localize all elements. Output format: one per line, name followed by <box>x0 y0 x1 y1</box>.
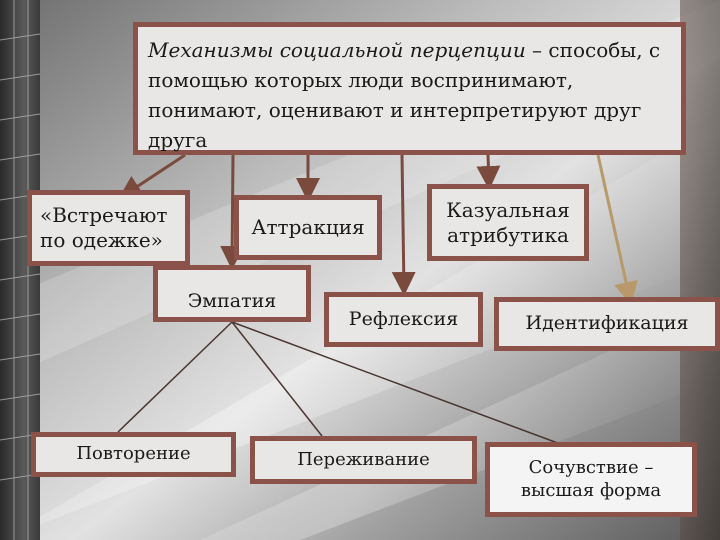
box-attraction: Аттракция <box>234 195 382 260</box>
line-empathy-repetition <box>117 321 233 433</box>
meet-by-clothes-label: «Встречают по одежке» <box>40 203 168 252</box>
reflection-label: Рефлексия <box>348 307 459 330</box>
box-meet-by-clothes: «Встречают по одежке» <box>27 190 190 266</box>
causal-attribution-label: Казуальная атрибутика <box>446 197 570 247</box>
box-experiencing: Переживание <box>250 436 477 484</box>
arrow-to-identification <box>596 154 638 306</box>
arrow-to-empathy <box>220 154 245 270</box>
identification-label: Идентификация <box>525 312 689 335</box>
definition-box: Механизмы социальной перцепции – способы… <box>133 22 686 155</box>
repetition-label: Повторение <box>76 443 191 465</box>
definition-text: – способы, с помощью которых люди воспри… <box>148 38 661 152</box>
box-identification: Идентификация <box>494 297 720 351</box>
box-repetition: Повторение <box>31 432 236 477</box>
definition-term: Механизмы социальной перцепции <box>148 38 526 62</box>
line-empathy-sympathy <box>231 321 564 446</box>
attraction-label: Аттракция <box>251 215 365 239</box>
empathy-label: Эмпатия <box>187 290 277 312</box>
box-causal-attribution: Казуальная атрибутика <box>427 184 589 261</box>
box-empathy: Эмпатия <box>153 265 311 322</box>
box-sympathy: Сочувствие – высшая форма <box>485 442 697 517</box>
sympathy-label: Сочувствие – высшая форма <box>520 457 662 501</box>
arrow-to-reflection <box>391 154 416 296</box>
arrow-to-meet-by-clothes <box>117 153 186 200</box>
arrow-to-causal <box>476 154 501 190</box>
box-reflection: Рефлексия <box>324 292 483 347</box>
experiencing-label: Переживание <box>297 448 430 470</box>
line-empathy-experiencing <box>231 321 323 437</box>
